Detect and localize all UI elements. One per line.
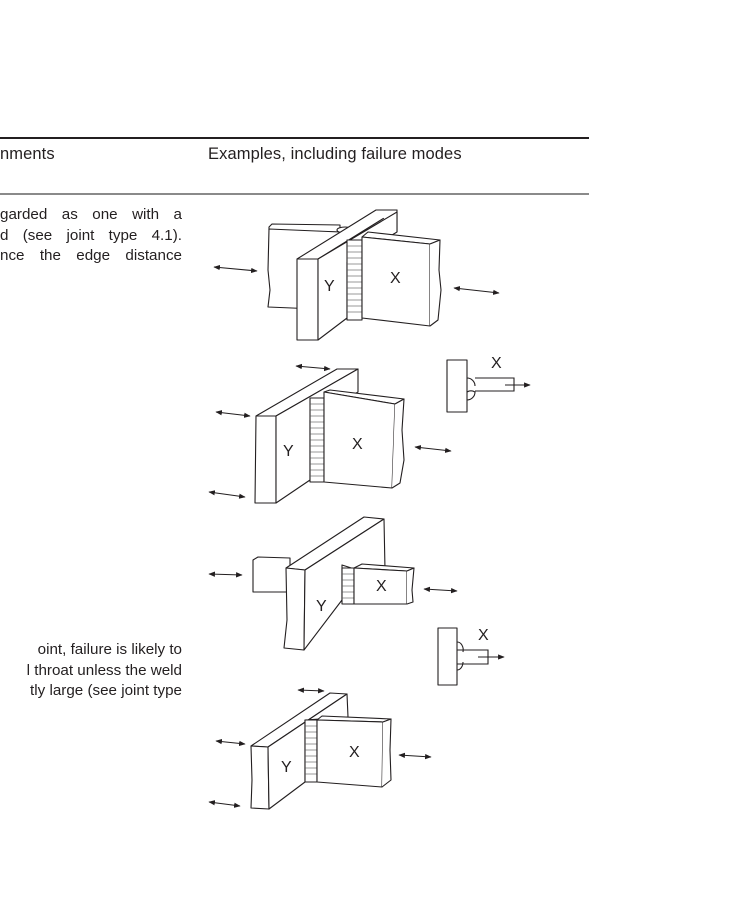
label-x: X — [349, 744, 360, 761]
weld-hatch — [305, 725, 317, 775]
section-label-x: X — [491, 355, 502, 372]
load-arrow-left — [213, 264, 258, 274]
diagram-cruciform-joint: Y X — [213, 209, 500, 341]
weld-hatch — [310, 403, 324, 477]
label-x: X — [390, 270, 401, 287]
diagram-tee-single: Y X — [208, 687, 432, 810]
label-y: Y — [324, 278, 335, 295]
load-arrow-bottom — [208, 800, 241, 808]
load-arrow-right — [398, 752, 432, 760]
left-attachment — [252, 556, 291, 593]
label-x: X — [376, 578, 387, 595]
plate-x-edge — [406, 567, 415, 605]
load-arrow-left — [215, 738, 246, 747]
weld-hatch — [347, 245, 362, 313]
comment-line: nce the edge distance — [0, 247, 182, 264]
comment-line: l throat unless the weld — [26, 661, 182, 679]
plate-y-front — [283, 567, 306, 651]
load-arrow-bottom — [208, 490, 246, 499]
plate-x-edge — [391, 398, 405, 489]
diagram-cruciform-small: Y X X — [208, 516, 505, 686]
load-arrow-top — [297, 687, 325, 694]
plate-y-front — [296, 258, 319, 341]
comment-line: tly large (see joint type — [30, 682, 182, 699]
load-arrow-right — [423, 586, 458, 594]
load-arrow-right — [414, 445, 452, 453]
column-header-examples: Examples, including failure modes — [208, 145, 462, 163]
comment-line: garded as one with a — [0, 206, 182, 223]
table-header-rule — [0, 193, 589, 195]
weld-hatch — [342, 573, 354, 599]
plate-x-edge — [381, 718, 392, 788]
label-y: Y — [283, 443, 294, 460]
load-arrow-right — [453, 286, 500, 295]
label-x: X — [352, 436, 363, 453]
label-y: Y — [281, 759, 292, 776]
comment-paragraph-2: oint, failure is likely to l throat unle… — [0, 640, 182, 702]
load-arrow-top — [295, 363, 331, 372]
label-y: Y — [316, 598, 327, 615]
section-view: X — [446, 355, 531, 413]
load-arrow-left — [215, 410, 251, 418]
comment-paragraph-1: garded as one with a d (see joint type 4… — [0, 205, 182, 267]
column-header-comments: nments — [0, 145, 55, 163]
plate-y-front — [254, 415, 277, 504]
plate-y-front — [250, 745, 270, 810]
diagram-tee-joint: Y X X — [208, 355, 531, 504]
section-view: X — [437, 627, 505, 686]
section-label-x: X — [478, 627, 489, 644]
load-arrow-left — [208, 571, 243, 578]
table-top-rule — [0, 137, 589, 139]
comment-line: d (see joint type 4.1). — [0, 226, 182, 244]
plate-x-edge — [429, 239, 442, 327]
comment-line: oint, failure is likely to — [37, 641, 182, 658]
